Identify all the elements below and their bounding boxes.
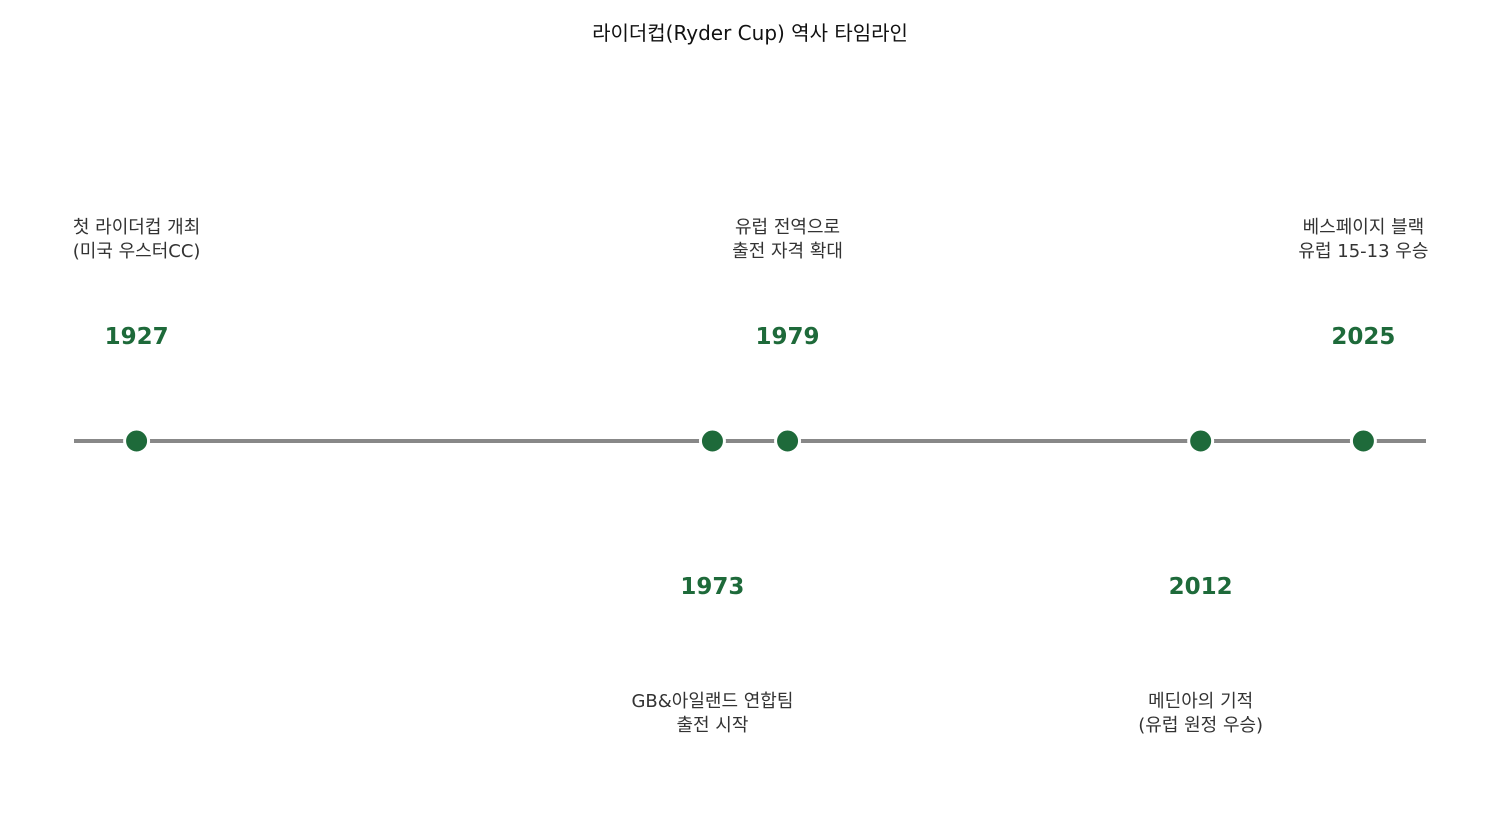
event-description-line: 출전 자격 확대 [732, 241, 843, 262]
event-description: 첫 라이더컵 개최 (미국 우스터CC) [73, 217, 201, 262]
event-year-label: 2025 [1331, 324, 1395, 350]
event-description: 메딘아의 기적 (유럽 원정 우승) [1138, 691, 1263, 736]
event-description-line: 유럽 15-13 우승 [1298, 241, 1428, 262]
event-description-line: 메딘아의 기적 [1148, 691, 1253, 712]
event-marker [698, 427, 726, 455]
event-marker [774, 427, 802, 455]
event-description-line: 베스페이지 블랙 [1303, 217, 1425, 238]
event-marker [1187, 427, 1215, 455]
event-year-label: 1979 [756, 324, 820, 350]
event-year-label: 2012 [1169, 574, 1233, 600]
event-description-line: (유럽 원정 우승) [1138, 715, 1263, 736]
event-description-line: GB&아일랜드 연합팀 [631, 691, 793, 712]
event-description-line: (미국 우스터CC) [73, 241, 201, 262]
event-description-line: 첫 라이더컵 개최 [73, 217, 200, 238]
event-year-label: 1973 [680, 574, 744, 600]
event-marker [1349, 427, 1377, 455]
event-year-label: 1927 [105, 324, 169, 350]
timeline-event: 2012 메딘아의 기적 (유럽 원정 우승) [1138, 427, 1263, 736]
diagram-title: 라이더컵(Ryder Cup) 역사 타임라인 [592, 21, 908, 45]
event-marker [123, 427, 151, 455]
event-description-line: 유럽 전역으로 [735, 217, 840, 238]
timeline-event: 1927 첫 라이더컵 개최 (미국 우스터CC) [73, 217, 201, 455]
event-description-line: 출전 시작 [676, 715, 748, 736]
